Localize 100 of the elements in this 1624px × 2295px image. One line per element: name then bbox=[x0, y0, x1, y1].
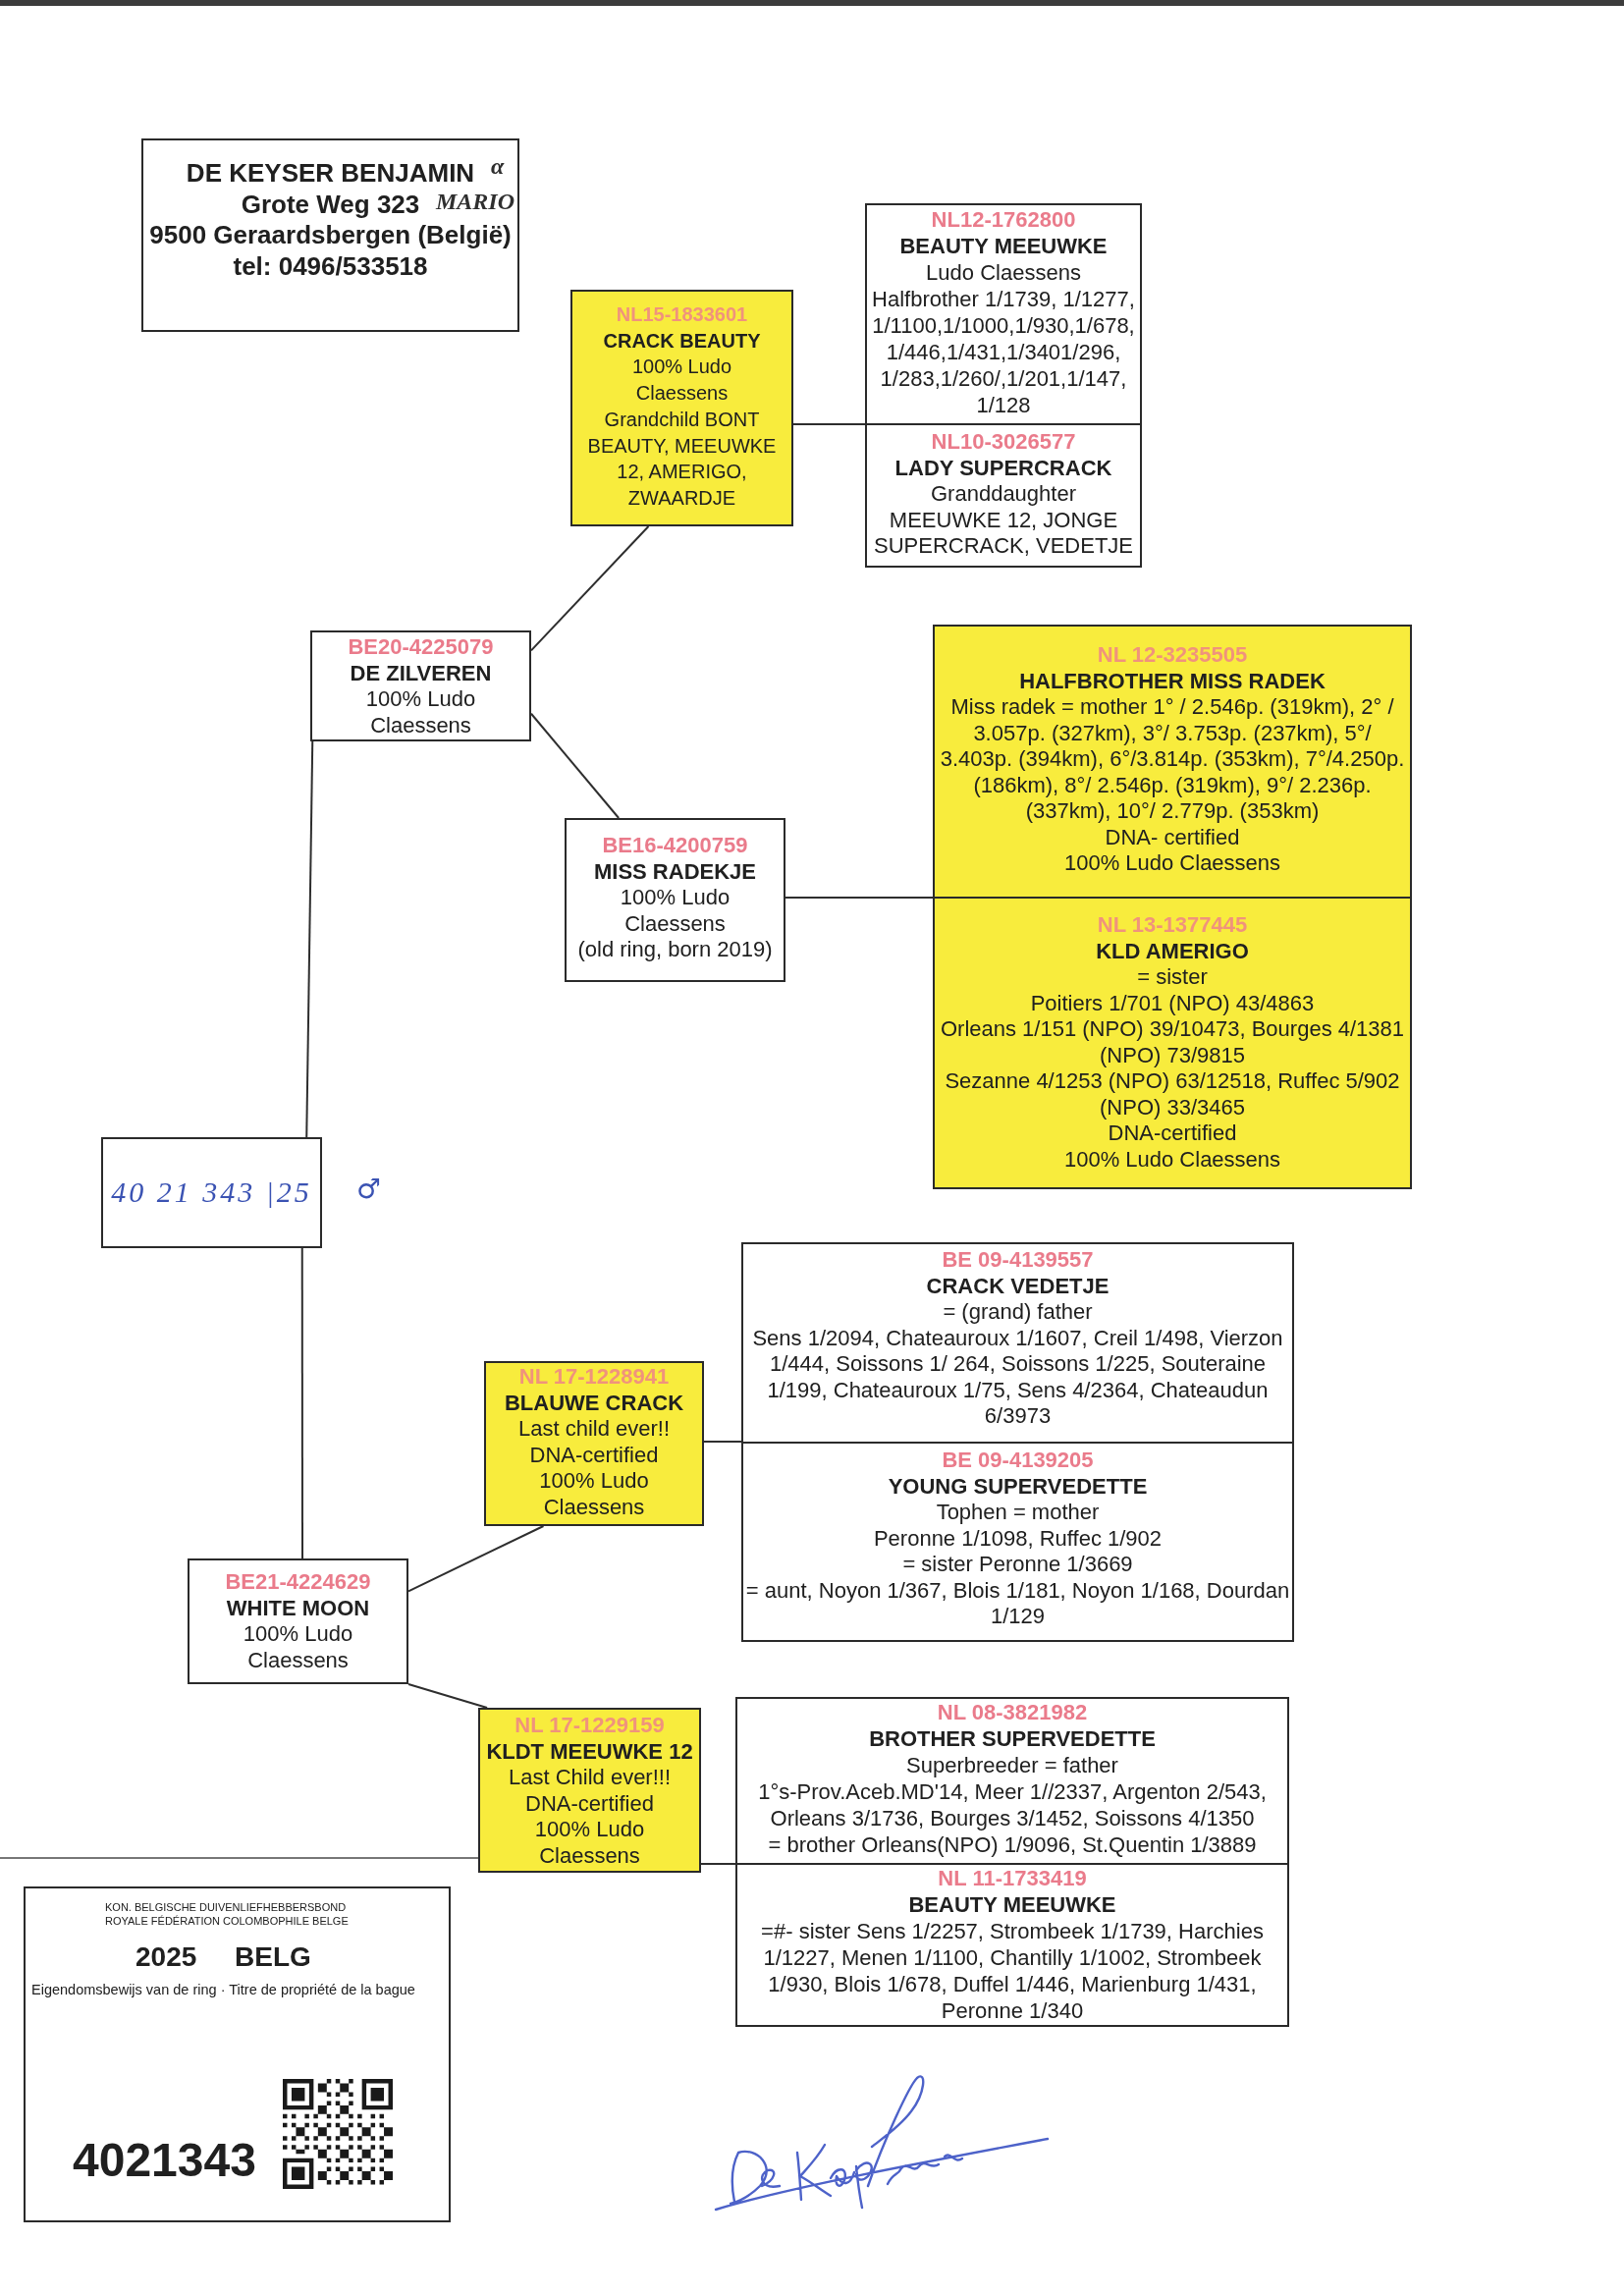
pedigree-box bbox=[933, 897, 1412, 1189]
pigeon-name: CRACK VEDETJE bbox=[926, 1273, 1110, 1299]
pigeon-name: MISS RADEKJE bbox=[593, 858, 756, 885]
pedigree-note: = (grand) father bbox=[943, 1299, 1093, 1326]
street-address: Grote Weg 323 bbox=[241, 189, 420, 220]
pedigree-box bbox=[735, 1863, 1289, 2027]
connector-line bbox=[792, 423, 866, 425]
pigeon-name: HALFBROTHER MISS RADEK bbox=[1019, 668, 1326, 694]
handwritten-ring-number: 40 21 343 |25 bbox=[111, 1179, 312, 1206]
pedigree-note: =#- sister Sens 1/2257, Strombeek 1/1739, Harchies 1/1227, Menen 1/1100, Chantilly 1/1002, Strombeek 1/930, Blois 1/678, Duffel 1/446, Marienburg 1/431, Peronne 1/340 bbox=[760, 1918, 1265, 2024]
pedigree-box bbox=[478, 1708, 701, 1873]
pedigree-box bbox=[484, 1361, 704, 1526]
federation-name: KON. BELGISCHE DUIVENLIEFHEBBERSBOND bbox=[105, 1900, 347, 1914]
pedigree-note: = sister Peronne 1/3669 bbox=[902, 1552, 1133, 1578]
pigeon-name: BEAUTY MEEUWKE bbox=[899, 233, 1108, 259]
pigeon-name: LADY SUPERCRACK bbox=[894, 455, 1112, 481]
connector-line bbox=[407, 1683, 489, 1709]
pedigree-note: 100% Ludo Claessens bbox=[538, 1468, 650, 1520]
pedigree-note: DNA-certified bbox=[1108, 1120, 1237, 1147]
phone-number: tel: 0496/533518 bbox=[233, 250, 428, 282]
pedigree-box bbox=[933, 625, 1412, 899]
pigeon-name: BROTHER SUPERVEDETTE bbox=[869, 1725, 1156, 1752]
pedigree-note: 100% Ludo Claessens bbox=[619, 885, 731, 937]
ring-number: NL 17-1229159 bbox=[514, 1713, 665, 1739]
pedigree-note: DNA- certified bbox=[1105, 824, 1240, 850]
pedigree-note: Halfbrother 1/1739, 1/1277, 1/1100,1/1000,1/930,1/678, 1/446,1/431,1/3401/296, 1/283,1/260/,1/201,1/147, 1/128 bbox=[871, 286, 1136, 418]
pigeon-name: KLDT MEEUWKE 12 bbox=[486, 1738, 693, 1765]
ring-number: NL15-1833601 bbox=[616, 302, 748, 327]
pedigree-note: Last child ever!! bbox=[517, 1416, 671, 1443]
ring-number: BE20-4225079 bbox=[348, 634, 494, 661]
pedigree-box bbox=[310, 630, 531, 741]
pedigree-box bbox=[741, 1242, 1294, 1444]
ring-year: 2025 bbox=[135, 1943, 197, 1971]
connector-line bbox=[300, 1247, 303, 1559]
certificate-title: Eigendomsbewijs van de ring · Titre de propriété de la bague bbox=[31, 1982, 415, 1998]
ring-number: BE 09-4139205 bbox=[942, 1448, 1094, 1474]
pigeon-name: WHITE MOON bbox=[226, 1595, 370, 1621]
pedigree-box bbox=[735, 1697, 1289, 1865]
federation-name: ROYALE FÉDÉRATION COLOMBOPHILE BELGE bbox=[105, 1914, 349, 1928]
ring-number: NL 13-1377445 bbox=[1097, 912, 1248, 939]
pedigree-note: (old ring, born 2019) bbox=[577, 937, 773, 963]
pigeon-name: BEAUTY MEEUWKE bbox=[908, 1891, 1116, 1918]
city-address: 9500 Geraardsbergen (België) bbox=[149, 220, 512, 251]
connector-line bbox=[530, 712, 621, 819]
ring-number: 4021343 bbox=[73, 2137, 256, 2184]
handwritten-note: α bbox=[491, 152, 505, 180]
connector-line bbox=[407, 1525, 545, 1593]
pigeon-name: DE ZILVEREN bbox=[350, 660, 492, 686]
connector-line bbox=[700, 1863, 736, 1865]
pedigree-note: Orleans 1/151 (NPO) 39/10473, Bourges 4/1381 (NPO) 73/9815 bbox=[939, 1016, 1406, 1068]
pedigree-note: = brother Orleans(NPO) 1/9096, St.Quentin 1/3889 bbox=[768, 1831, 1257, 1858]
connector-line bbox=[305, 740, 314, 1138]
connector-line bbox=[785, 897, 934, 899]
pedigree-note: MEEUWKE 12, JONGE SUPERCRACK, VEDETJE bbox=[872, 507, 1135, 560]
owner-name: DE KEYSER BENJAMIN bbox=[186, 158, 475, 190]
pedigree-box bbox=[188, 1558, 408, 1684]
pedigree-note: Peronne 1/1098, Ruffec 1/902 bbox=[873, 1525, 1163, 1552]
pedigree-note: DNA-certified bbox=[525, 1790, 654, 1817]
pigeon-name: CRACK BEAUTY bbox=[603, 328, 761, 354]
pedigree-box bbox=[865, 203, 1142, 425]
pedigree-note: Grandchild BONT BEAUTY, MEEUWKE 12, AMERIGO, ZWAARDJE bbox=[586, 407, 778, 511]
pedigree-box bbox=[865, 423, 1142, 568]
pedigree-note: Sens 1/2094, Chateauroux 1/1607, Creil 1/498, Vierzon 1/444, Soissons 1/ 264, Soissons 1/225, Souteraine 1/199, Chateauroux 1/75, Sens 4/2364, Chateaudun 6/3973 bbox=[751, 1325, 1284, 1430]
pedigree-box bbox=[741, 1442, 1294, 1642]
pedigree-note: = sister bbox=[1137, 964, 1208, 991]
pedigree-note: 100% Ludo Claessens bbox=[1063, 850, 1281, 877]
pedigree-note: 100% Ludo Claessens bbox=[242, 1621, 354, 1673]
pigeon-name: BLAUWE CRACK bbox=[504, 1390, 684, 1416]
ring-number: BE21-4224629 bbox=[225, 1569, 371, 1596]
pedigree-note: Poitiers 1/701 (NPO) 43/4863 bbox=[1030, 990, 1315, 1016]
pedigree-note: 1°s-Prov.Aceb.MD'14, Meer 1//2337, Argenton 2/543, Orleans 3/1736, Bourges 3/1452, Soissons 4/1350 bbox=[757, 1778, 1268, 1831]
connector-line bbox=[703, 1441, 742, 1443]
pedigree-note: = aunt, Noyon 1/367, Blois 1/181, Noyon 1/168, Dourdan 1/129 bbox=[745, 1577, 1290, 1630]
pedigree-box bbox=[570, 290, 793, 526]
pedigree-note: Sezanne 4/1253 (NPO) 63/12518, Ruffec 5/902 (NPO) 33/3465 bbox=[944, 1068, 1401, 1120]
ring-certificate-card bbox=[24, 1886, 451, 2222]
country-code: BELG bbox=[235, 1943, 311, 1971]
handwritten-note: MARIO bbox=[436, 188, 515, 215]
pedigree-note: Granddaughter bbox=[931, 481, 1076, 508]
pedigree-box bbox=[565, 818, 785, 982]
address-box bbox=[141, 138, 519, 332]
pedigree-note: DNA-certified bbox=[529, 1442, 659, 1468]
ring-number: BE 09-4139557 bbox=[942, 1247, 1094, 1274]
ring-number: BE16-4200759 bbox=[602, 833, 748, 859]
pedigree-note: Last Child ever!!! bbox=[508, 1765, 672, 1791]
ring-number: NL12-1762800 bbox=[931, 206, 1076, 233]
connector-line bbox=[530, 525, 650, 652]
pedigree-note: Ludo Claessens bbox=[926, 259, 1081, 286]
pedigree-note: Tophen = mother bbox=[936, 1500, 1100, 1526]
pedigree-note: Miss radek = mother 1° / 2.546p. (319km), 2° / 3.057p. (327km), 3°/ 3.753p. (237km), 5°/ 3.403p. (394km), 6°/3.814p. (353km), 7°/4.250p. (186km), 8°/ 2.546p. (319km), 9°/ 2.236p. (337km), 10°/ 2.779p. (353km) bbox=[939, 694, 1406, 825]
ring-number: NL 11-1733419 bbox=[938, 1865, 1087, 1891]
ring-number: NL 08-3821982 bbox=[937, 1699, 1088, 1725]
pedigree-note: 100% Ludo Claessens bbox=[1063, 1146, 1281, 1173]
pedigree-note: 100% Ludo Claessens bbox=[533, 1817, 646, 1869]
ring-number: NL10-3026577 bbox=[931, 429, 1076, 456]
pigeon-name: KLD AMERIGO bbox=[1096, 938, 1249, 964]
pigeon-name: YOUNG SUPERVEDETTE bbox=[888, 1473, 1148, 1500]
pedigree-note: 100% Ludo Claessens bbox=[364, 686, 477, 738]
ring-number: NL 17-1228941 bbox=[518, 1364, 670, 1391]
ring-number: NL 12-3235505 bbox=[1097, 642, 1248, 669]
